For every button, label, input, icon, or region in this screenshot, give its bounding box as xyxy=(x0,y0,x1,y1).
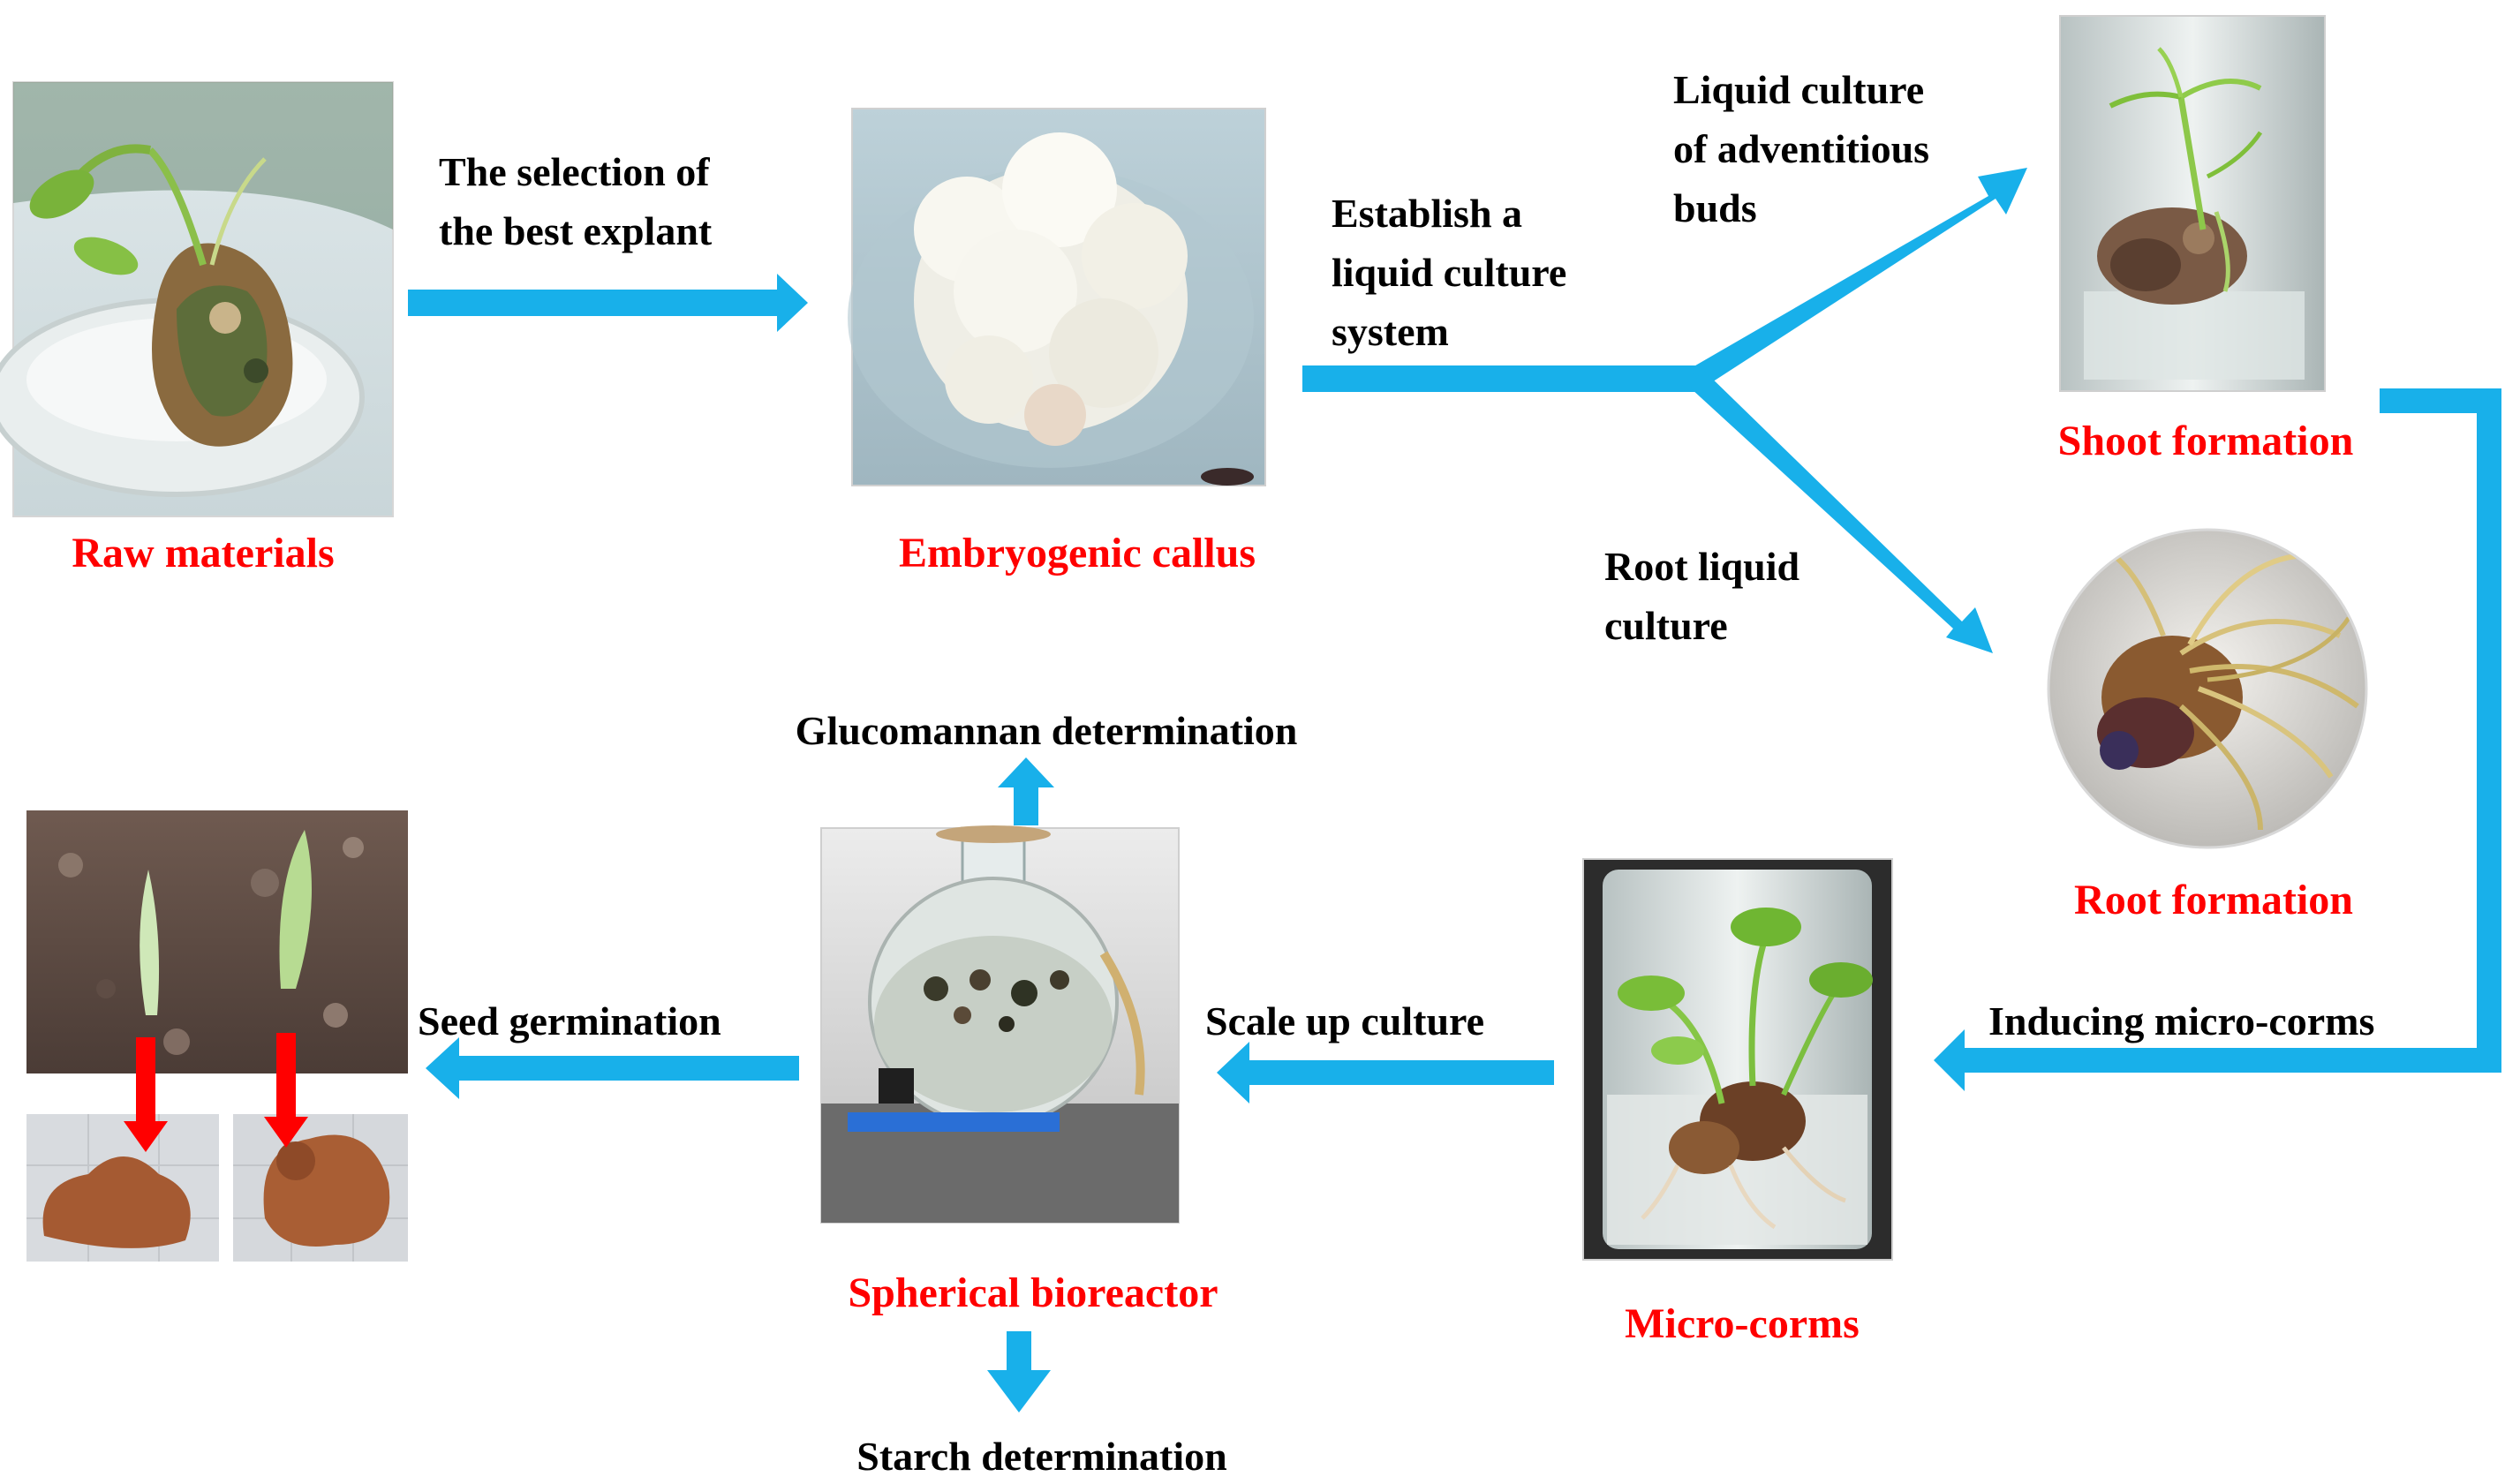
arrow-seed-germination xyxy=(426,1037,799,1099)
germination-photos xyxy=(26,810,408,1262)
label-starch-determination: Starch determination xyxy=(856,1434,1227,1479)
label-scale-up-culture: Scale up culture xyxy=(1205,998,1484,1043)
embryogenic-callus-photo xyxy=(848,108,1266,486)
arrow-scale-up xyxy=(1217,1042,1554,1104)
label-establish-line1: Establish a xyxy=(1332,191,1522,236)
label-seed-germination: Seed germination xyxy=(418,998,721,1043)
stage-micro-corms: Micro-corms xyxy=(1625,1300,1860,1347)
stage-raw-materials: Raw materials xyxy=(72,530,334,576)
arrow-to-root xyxy=(1691,369,1993,653)
label-buds-line2: of adventitious xyxy=(1673,126,1929,171)
label-selection-line1: The selection of xyxy=(439,149,710,194)
arrow-selection xyxy=(408,274,808,332)
stage-spherical-bioreactor: Spherical bioreactor xyxy=(848,1269,1218,1316)
label-establish-line2: liquid culture xyxy=(1332,250,1566,295)
spherical-bioreactor-photo xyxy=(820,825,1180,1224)
arrow-inducing xyxy=(1934,1029,2501,1091)
arrow-up-glucomannan xyxy=(998,757,1054,825)
shoot-formation-photo xyxy=(2059,15,2326,392)
label-glucomannan-determination: Glucomannan determination xyxy=(796,708,1298,753)
micro-corms-photo xyxy=(1582,858,1893,1261)
label-establish-line3: system xyxy=(1332,309,1449,354)
arrow-right-connector-side xyxy=(2477,388,2501,1073)
red-arrow-left xyxy=(124,1037,168,1152)
stage-root-formation: Root formation xyxy=(2074,877,2353,923)
label-selection-line2: the best explant xyxy=(439,208,713,253)
arrow-split-stem xyxy=(1302,365,1700,392)
raw-materials-photo xyxy=(0,81,394,517)
arrows xyxy=(408,168,2501,1412)
arrow-down-starch xyxy=(987,1331,1051,1412)
red-arrow-right xyxy=(264,1033,308,1148)
label-buds-line3: buds xyxy=(1673,185,1757,230)
label-root-line1: Root liquid xyxy=(1604,544,1800,589)
label-root-line2: culture xyxy=(1604,603,1728,648)
label-inducing-micro-corms: Inducing micro-corms xyxy=(1988,998,2374,1043)
stage-shoot-formation: Shoot formation xyxy=(2058,418,2354,464)
label-buds-line1: Liquid culture xyxy=(1673,67,1924,112)
root-formation-photo xyxy=(2047,528,2368,849)
stage-embryogenic-callus: Embryogenic callus xyxy=(899,530,1256,576)
red-arrows xyxy=(124,1033,308,1152)
arrow-to-shoot xyxy=(1691,168,2027,388)
